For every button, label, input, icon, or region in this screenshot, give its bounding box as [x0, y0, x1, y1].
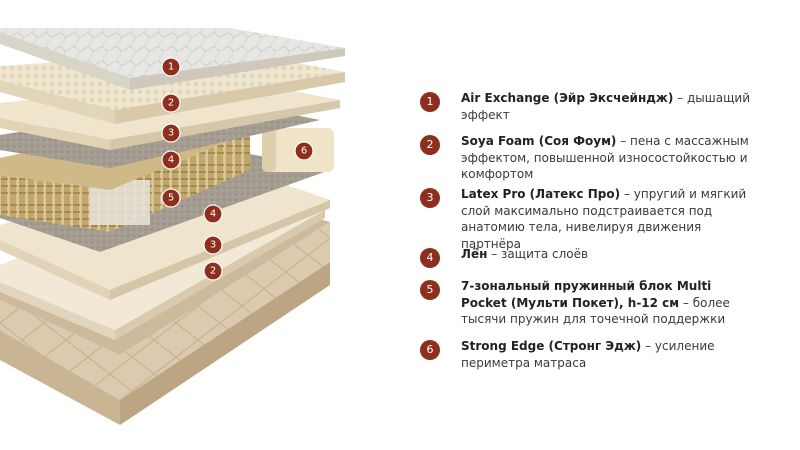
legend-text: Soya Foam (Соя Фоум) – пена с массажным … — [461, 133, 753, 183]
legend-item-soya-foam: 2 Soya Foam (Соя Фоум) – пена с массажны… — [420, 133, 753, 183]
legend-description: – усиление периметра матраса — [461, 339, 715, 370]
svg-text:3: 3 — [168, 128, 174, 139]
marker-6: 6 — [294, 141, 314, 161]
legend-description: – дышащий эффект — [461, 91, 751, 122]
legend-number-badge: 5 — [420, 280, 440, 300]
marker-2: 2 — [161, 93, 181, 113]
legend-number-badge: 6 — [420, 340, 440, 360]
marker-3: 3 — [161, 123, 181, 143]
mattress-layers-diagram: 1 2 3 4 5 6 4 3 — [0, 28, 345, 425]
svg-text:1: 1 — [168, 62, 174, 73]
layer-air-exchange-top — [0, 28, 345, 90]
legend-title: 7-зональный пружинный блок Multi Pocket … — [461, 279, 712, 310]
legend-item-strong-edge: 6 Strong Edge (Стронг Эдж) – усиление пе… — [420, 338, 753, 371]
legend-number-badge: 4 — [420, 248, 440, 268]
legend-number-badge: 1 — [420, 92, 440, 112]
svg-text:4: 4 — [168, 155, 174, 166]
legend-title: Soya Foam (Соя Фоум) — [461, 134, 617, 148]
legend-number-badge: 2 — [420, 135, 440, 155]
legend-description: – более тысячи пружин для точечной подде… — [461, 295, 730, 327]
legend-description: – упругий и мягкий слой максимально подс… — [461, 187, 747, 251]
svg-text:6: 6 — [301, 146, 307, 157]
legend-item-spring-block: 5 7-зональный пружинный блок Multi Pocke… — [420, 278, 753, 328]
legend-text: Лён – защита слоёв — [461, 246, 753, 263]
svg-text:5: 5 — [168, 193, 174, 204]
legend-title: Air Exchange (Эйр Эксчейндж) — [461, 91, 674, 105]
legend-title: Strong Edge (Стронг Эдж) — [461, 339, 642, 353]
legend-item-latex-pro: 3 Latex Pro (Латекс Про) – упругий и мяг… — [420, 186, 753, 252]
legend-item-air-exchange: 1 Air Exchange (Эйр Эксчейндж) – дышащий… — [420, 90, 753, 123]
legend-description: – защита слоёв — [487, 247, 589, 261]
svg-text:3: 3 — [210, 240, 216, 251]
marker-1: 1 — [161, 57, 181, 77]
legend-item-linen: 4 Лён – защита слоёв — [420, 246, 753, 268]
svg-text:2: 2 — [210, 266, 216, 277]
marker-3-bottom: 3 — [203, 235, 223, 255]
legend-text: Strong Edge (Стронг Эдж) – усиление пери… — [461, 338, 753, 371]
marker-2-bottom: 2 — [203, 261, 223, 281]
legend-text: 7-зональный пружинный блок Multi Pocket … — [461, 278, 753, 328]
marker-4-bottom: 4 — [203, 204, 223, 224]
marker-4: 4 — [161, 150, 181, 170]
legend-title: Latex Pro (Латекс Про) — [461, 187, 621, 201]
legend-title: Лён — [461, 247, 488, 261]
legend-text: Air Exchange (Эйр Эксчейндж) – дышащий э… — [461, 90, 753, 123]
legend-number-badge: 3 — [420, 188, 440, 208]
marker-5: 5 — [161, 188, 181, 208]
diagram-markers: 1 2 3 4 5 6 4 3 — [161, 57, 314, 281]
svg-text:2: 2 — [168, 98, 174, 109]
svg-text:4: 4 — [210, 209, 216, 220]
legend-text: Latex Pro (Латекс Про) – упругий и мягки… — [461, 186, 753, 252]
legend-description: – пена с массажным эффектом, повышенной … — [461, 134, 749, 181]
